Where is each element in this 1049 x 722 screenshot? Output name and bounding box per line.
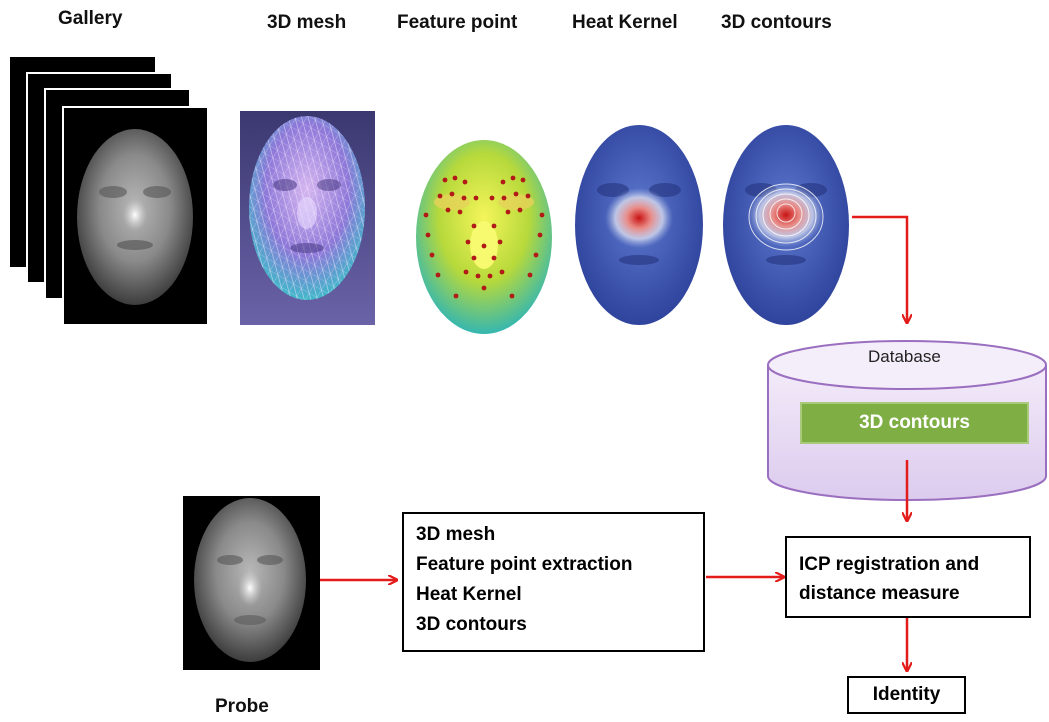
process-steps-box: 3D mesh Feature point extraction Heat Ke… [402, 512, 705, 652]
arrow-contours-to-database [852, 215, 907, 322]
contours-face [723, 125, 849, 325]
process-step-feature: Feature point extraction [416, 554, 633, 575]
contour-lines [748, 183, 824, 251]
database-label: Database [868, 347, 941, 366]
label-probe: Probe [215, 696, 269, 717]
mesh-image [240, 111, 375, 325]
label-feature-point: Feature point [397, 12, 518, 33]
label-gallery: Gallery [58, 8, 123, 29]
process-step-mesh: 3D mesh [416, 524, 496, 545]
feature-points [423, 175, 545, 299]
feature-point-face [416, 140, 552, 334]
process-step-heat: Heat Kernel [416, 584, 522, 605]
label-3d-mesh: 3D mesh [267, 12, 347, 33]
icp-line-2: distance measure [799, 583, 960, 604]
gallery-stack [10, 57, 209, 326]
icp-box: ICP registration and distance measure [785, 536, 1031, 618]
probe-image [183, 496, 320, 670]
icp-line-1: ICP registration and [799, 554, 980, 575]
label-heat-kernel: Heat Kernel [572, 12, 678, 33]
gallery-front-image [62, 106, 209, 326]
identity-box: Identity [847, 676, 966, 714]
process-step-contours: 3D contours [416, 614, 527, 635]
heat-kernel-face [575, 125, 703, 325]
database-contours-box: 3D contours [800, 402, 1029, 444]
flow-arrows [320, 215, 907, 670]
label-3d-contours: 3D contours [721, 12, 832, 33]
